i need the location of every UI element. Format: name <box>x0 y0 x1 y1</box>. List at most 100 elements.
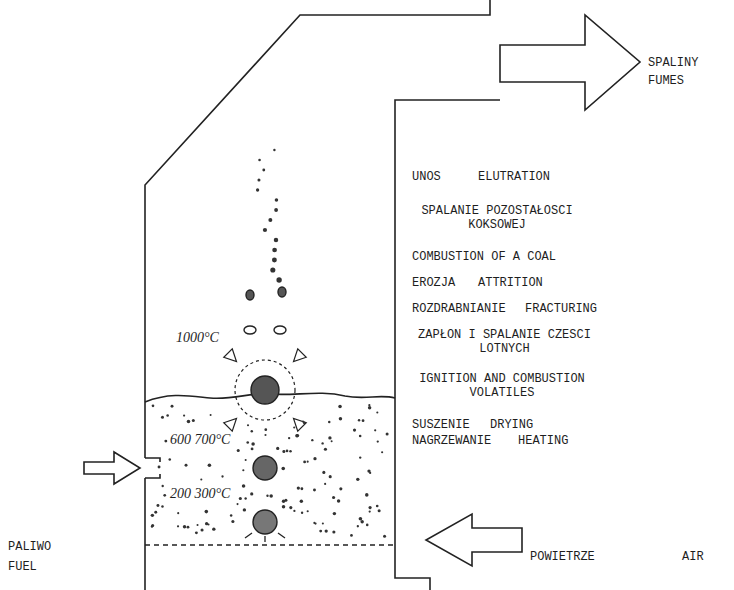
bed-particle <box>295 434 298 437</box>
bed-particle <box>151 514 154 517</box>
bed-particle <box>166 414 169 417</box>
fumes-arrow <box>500 15 640 110</box>
bed-particle <box>282 505 286 509</box>
process-label: ZAPŁON I SPALANIE CZESCI LOTNYCH <box>412 328 597 356</box>
bed-particle <box>164 440 167 443</box>
bed-particle <box>242 484 246 488</box>
bed-particle <box>374 429 376 431</box>
bed-particle <box>263 228 267 232</box>
bed-particle <box>284 499 287 502</box>
bed-particle <box>162 485 164 487</box>
bed-particle <box>353 429 356 432</box>
bed-particle <box>367 469 370 472</box>
process-label: DRYING <box>490 418 533 432</box>
fine-particle <box>244 326 256 334</box>
vessel-left-wall <box>145 0 490 590</box>
bed-particle <box>257 178 260 181</box>
bed-particle <box>376 505 379 508</box>
bed-particle <box>300 487 303 490</box>
bed-particle <box>185 464 188 467</box>
process-label: COMBUSTION OF A COAL <box>412 250 556 264</box>
bed-particle <box>300 500 303 503</box>
bed-particle <box>314 522 316 524</box>
bed-particle <box>297 486 300 489</box>
bed-particle <box>331 440 333 442</box>
bed-particle <box>266 495 268 497</box>
bed-particle <box>329 475 332 478</box>
spark <box>245 533 252 538</box>
process-label: NAGRZEWANIE <box>412 434 491 448</box>
spark <box>278 533 285 538</box>
bed-particle <box>359 435 362 438</box>
bed-particle <box>359 517 363 521</box>
bed-particle <box>302 421 304 423</box>
air-arrow <box>426 514 522 566</box>
bed-particle <box>221 475 223 477</box>
bed-particle <box>303 421 306 424</box>
bed-particle <box>360 520 363 523</box>
bed-particle <box>272 248 277 253</box>
bed-particle <box>158 466 161 469</box>
bed-particle <box>269 494 273 498</box>
bed-particle <box>322 523 324 525</box>
bed-particle <box>338 405 342 409</box>
bed-particle <box>377 440 379 442</box>
bed-particle <box>319 530 322 533</box>
bed-particle <box>337 499 340 502</box>
bed-particle <box>286 450 289 453</box>
bed-particle <box>332 496 335 499</box>
bed-particle <box>368 506 371 509</box>
bed-particle <box>328 436 331 439</box>
bed-particle <box>156 504 159 507</box>
bed-particle <box>359 456 361 458</box>
bed-particle <box>187 420 191 424</box>
process-label: FRACTURING <box>525 302 597 316</box>
bed-particle <box>289 450 292 453</box>
bed-particle <box>383 535 386 538</box>
bed-particle <box>273 149 275 151</box>
bed-particle <box>256 188 259 191</box>
bed-particle <box>187 526 190 529</box>
bed-particle <box>274 208 278 212</box>
process-label: AIR <box>682 550 704 564</box>
heat-arrow <box>289 414 306 431</box>
bed-particle <box>293 426 295 428</box>
bed-particle <box>161 416 164 419</box>
bed-particle <box>324 483 326 485</box>
bed-particle <box>251 442 254 445</box>
bed-particle <box>237 449 240 452</box>
bed-particle <box>171 405 174 408</box>
bed-particle <box>270 267 275 272</box>
bed-particle <box>268 218 272 222</box>
process-label: ROZDRABNIANIE <box>412 302 506 316</box>
bed-particle <box>169 458 172 461</box>
bed-particle <box>272 258 277 263</box>
process-label: IGNITION AND COMBUSTION VOLATILES <box>412 372 592 400</box>
bed-particle <box>200 528 203 531</box>
fine-particle <box>246 290 254 300</box>
bed-particle <box>325 529 328 532</box>
bed-particle <box>177 512 179 514</box>
bed-particle <box>244 497 246 499</box>
bed-particle <box>322 471 325 474</box>
bed-particle <box>293 510 295 512</box>
process-label: FUEL <box>8 560 37 574</box>
bed-particle <box>245 459 247 461</box>
bed-particle <box>369 510 371 512</box>
bed-particle <box>275 198 279 202</box>
bed-particle <box>276 277 281 282</box>
bed-particle <box>231 520 234 523</box>
process-label: ATTRITION <box>478 276 543 290</box>
bed-particle <box>381 451 383 453</box>
bed-particle <box>237 503 239 505</box>
bed-particle <box>274 238 278 242</box>
bed-particle <box>328 421 331 424</box>
fine-particle <box>274 326 286 334</box>
bed-particle <box>258 159 261 162</box>
bed-particle <box>262 169 265 172</box>
bed-particle <box>358 419 360 421</box>
bed-particle <box>288 437 290 439</box>
bed-particle <box>307 461 309 463</box>
